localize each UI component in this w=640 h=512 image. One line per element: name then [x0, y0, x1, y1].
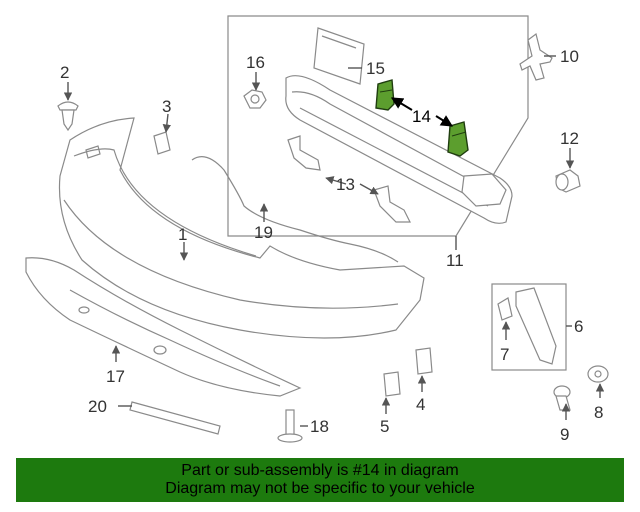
part-3-bracket [153, 131, 171, 155]
part-10-bracket [519, 32, 553, 81]
callout-7: 7 [500, 345, 509, 364]
part-16-nut [243, 89, 267, 109]
callout-17: 17 [106, 367, 125, 386]
callout-14: 14 [412, 107, 431, 126]
callout-10: 10 [560, 47, 579, 66]
part-19-wiring-harness [191, 156, 399, 263]
part-7-bracket [497, 297, 513, 321]
part-6-group-box [491, 283, 567, 371]
part-1-bumper-cover [58, 117, 425, 339]
callout-1: 1 [178, 225, 187, 244]
part-6-bracket [515, 287, 557, 365]
callout-18: 18 [310, 417, 329, 436]
part-12-bolt [555, 169, 581, 193]
callout-3: 3 [162, 97, 171, 116]
parts-diagram: 2 3 1 16 15 14 10 12 13 19 11 17 20 18 4… [25, 15, 609, 444]
part-18-screw [277, 409, 303, 443]
callout-19: 19 [254, 223, 273, 242]
part-15-plate [313, 27, 365, 85]
callout-20: 20 [88, 397, 107, 416]
part-5-clip [383, 371, 401, 397]
callout-5: 5 [380, 417, 389, 436]
callout-12: 12 [560, 129, 579, 148]
part-14-bracket-right [447, 121, 469, 157]
callout-2: 2 [60, 63, 69, 82]
banner-line-2: Diagram may not be specific to your vehi… [165, 480, 475, 497]
part-17-lower-valance [25, 257, 302, 397]
part-4-clip [415, 347, 433, 375]
part-20-strip [129, 401, 221, 435]
part-info-banner: Part or sub-assembly is #14 in diagram D… [16, 458, 624, 502]
part-11-reinforcement-beam [285, 75, 513, 224]
callout-8: 8 [594, 403, 603, 422]
part-2-clip [57, 101, 79, 132]
callout-15: 15 [366, 59, 385, 78]
callout-4: 4 [416, 395, 425, 414]
part-9-bolt [553, 385, 571, 411]
banner-line-1: Part or sub-assembly is #14 in diagram [181, 462, 459, 479]
callout-11: 11 [446, 251, 464, 270]
part-8-bolt [587, 365, 609, 383]
callout-16: 16 [246, 53, 265, 72]
part-13-brackets [287, 135, 411, 223]
callout-6: 6 [574, 317, 583, 336]
callout-9: 9 [560, 425, 569, 444]
part-14-bracket-left [375, 79, 395, 111]
callout-13: 13 [336, 175, 355, 194]
